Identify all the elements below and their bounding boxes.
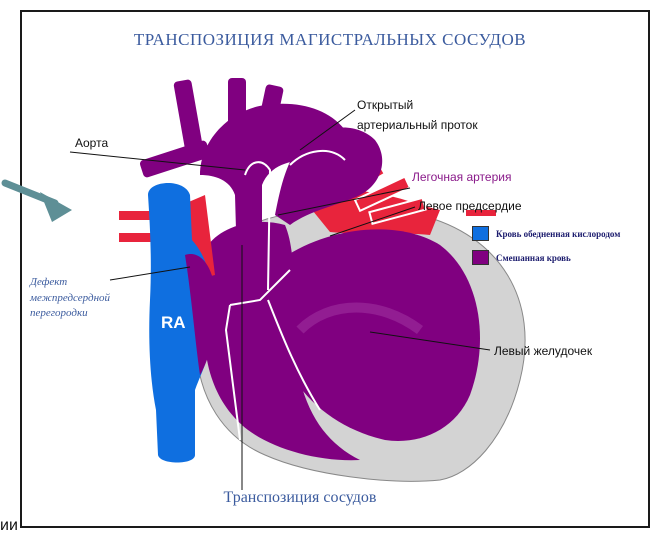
legend-item-deoxygenated: Кровь обедненная кислородом xyxy=(472,226,620,241)
pointer-arrow-icon xyxy=(5,183,72,222)
diagram-caption: Транспозиция сосудов xyxy=(0,489,600,507)
label-asd-line1: Дефект xyxy=(30,275,67,290)
legend-text-mixed: Смешанная кровь xyxy=(496,253,571,263)
cutoff-text: ии xyxy=(0,517,18,535)
legend-swatch-blue xyxy=(472,226,489,241)
label-asd-line3: перегородки xyxy=(30,306,88,321)
label-aorta: Аорта xyxy=(75,136,108,151)
legend-text-deoxygenated: Кровь обедненная кислородом xyxy=(496,229,620,239)
label-asd-line2: межпредсердной xyxy=(30,291,110,306)
label-ductus-line1: Открытый xyxy=(357,98,413,113)
legend-item-mixed: Смешанная кровь xyxy=(472,250,571,265)
label-ductus-line2: артериальный проток xyxy=(357,118,478,133)
diagram-title: ТРАНСПОЗИЦИЯ МАГИСТРАЛЬНЫХ СОСУДОВ xyxy=(0,30,660,50)
label-left-ventricle: Левый желудочек xyxy=(494,344,592,359)
label-ra: RA xyxy=(161,313,186,333)
label-left-atrium: Левое предсердие xyxy=(418,199,522,214)
legend-swatch-purple xyxy=(472,250,489,265)
label-pulmonary-artery: Легочная артерия xyxy=(412,170,511,185)
